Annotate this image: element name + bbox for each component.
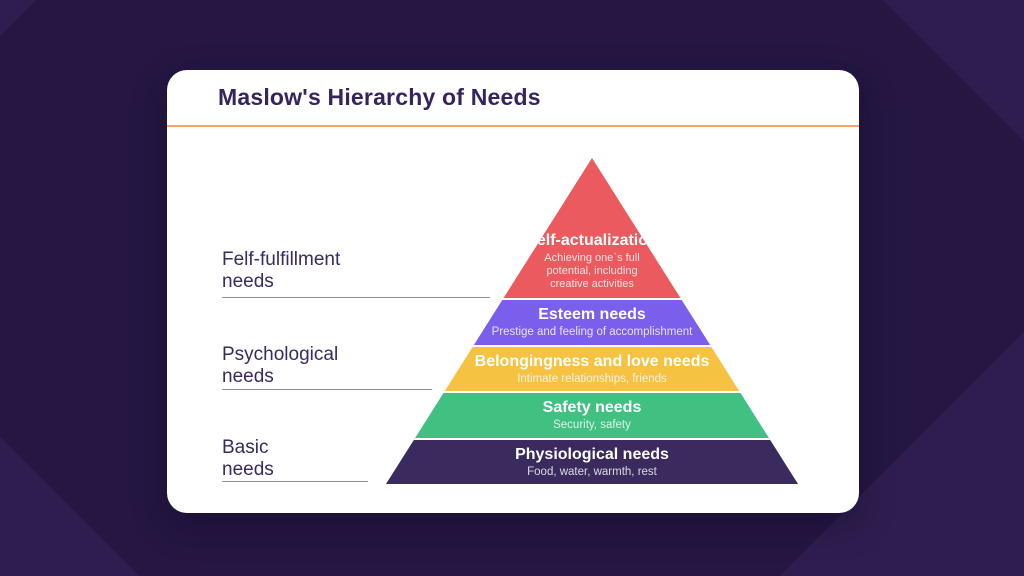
side-label-psychological-needs: Psychological needs — [222, 344, 339, 387]
side-label-underline — [222, 389, 432, 390]
level-subtext: Achieving one`s full potential, includin… — [544, 252, 640, 290]
slide-title: Maslow's Hierarchy of Needs — [218, 84, 541, 110]
level-subtext: Food, water, warmth, rest — [527, 465, 657, 478]
side-label-basic-needs: Basic needs — [222, 437, 274, 480]
level-heading: Self-actualization — [526, 232, 658, 249]
side-label-underline — [222, 297, 490, 298]
pyramid-level-physiological-needs: Physiological needs Food, water, warmth,… — [386, 438, 798, 484]
level-subtext: Security, safety — [553, 419, 631, 432]
level-heading: Safety needs — [542, 399, 642, 417]
side-label-self-fulfillment-needs: Felf-fulfillment needs — [222, 249, 341, 292]
title-divider-line — [167, 125, 859, 127]
pyramid-level-safety-needs: Safety needs Security, safety — [386, 391, 798, 438]
level-heading: Belongingness and love needs — [474, 352, 710, 370]
level-heading: Physiological needs — [515, 445, 669, 463]
level-subtext: Prestige and feeling of accomplishment — [491, 326, 693, 339]
level-subtext: Intimate relationships, friends — [517, 372, 667, 385]
level-heading: Esteem needs — [538, 306, 646, 324]
side-label-underline — [222, 481, 368, 482]
